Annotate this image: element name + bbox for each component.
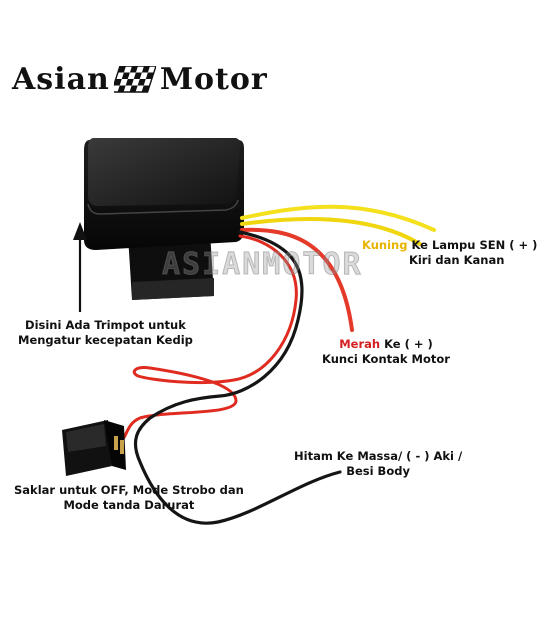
label-hitam: Hitam Ke Massa/ ( - ) Aki / Besi Body [294, 449, 462, 479]
label-kuning-line1: Kuning Ke Lampu SEN ( + ) [362, 238, 537, 253]
black-wire [134, 230, 342, 525]
logo-word-asian: Asian [12, 62, 110, 97]
label-kuning-line2: Kiri dan Kanan [408, 253, 505, 267]
label-trimpot: Disini Ada Trimpot untuk Mengatur kecepa… [18, 318, 193, 348]
label-merah-line1-rest: Ke ( + ) [380, 337, 433, 351]
label-hitam-line1: Hitam Ke Massa/ ( - ) Aki / [294, 449, 463, 463]
label-saklar: Saklar untuk OFF, Mode Strobo dan Mode t… [14, 483, 244, 513]
label-merah: Merah Ke ( + ) Kunci Kontak Motor [322, 337, 450, 367]
mounting-bracket [128, 232, 214, 300]
label-kuning-line1-rest: Ke Lampu SEN ( + ) [407, 238, 538, 252]
label-merah-line2: Kunci Kontak Motor [322, 352, 450, 366]
label-trimpot-line2: Mengatur kecepatan Kedip [18, 333, 193, 347]
asian-motor-logo: Asian Motor [12, 62, 268, 97]
label-merah-color-word: Merah [339, 337, 381, 351]
rocker-switch [62, 420, 126, 476]
label-hitam-line2: Besi Body [346, 464, 410, 478]
checkered-flag-icon [113, 65, 156, 93]
red-wire-switch [118, 234, 298, 444]
flasher-box [84, 138, 244, 250]
label-saklar-line1: Saklar untuk OFF, Mode Strobo dan [14, 483, 244, 497]
label-trimpot-line1: Disini Ada Trimpot untuk [25, 318, 186, 332]
logo-word-motor: Motor [159, 62, 268, 97]
watermark: ASIANMOTOR [162, 247, 363, 283]
label-kuning-color-word: Kuning [362, 238, 408, 252]
label-saklar-line2: Mode tanda Darurat [63, 498, 195, 512]
yellow-wires [240, 204, 436, 246]
trimpot-arrow [73, 222, 87, 312]
red-wire-ignition [240, 227, 354, 332]
label-merah-line1: Merah Ke ( + ) [322, 337, 450, 352]
label-kuning: Kuning Ke Lampu SEN ( + ) Kiri dan Kanan [362, 238, 537, 268]
